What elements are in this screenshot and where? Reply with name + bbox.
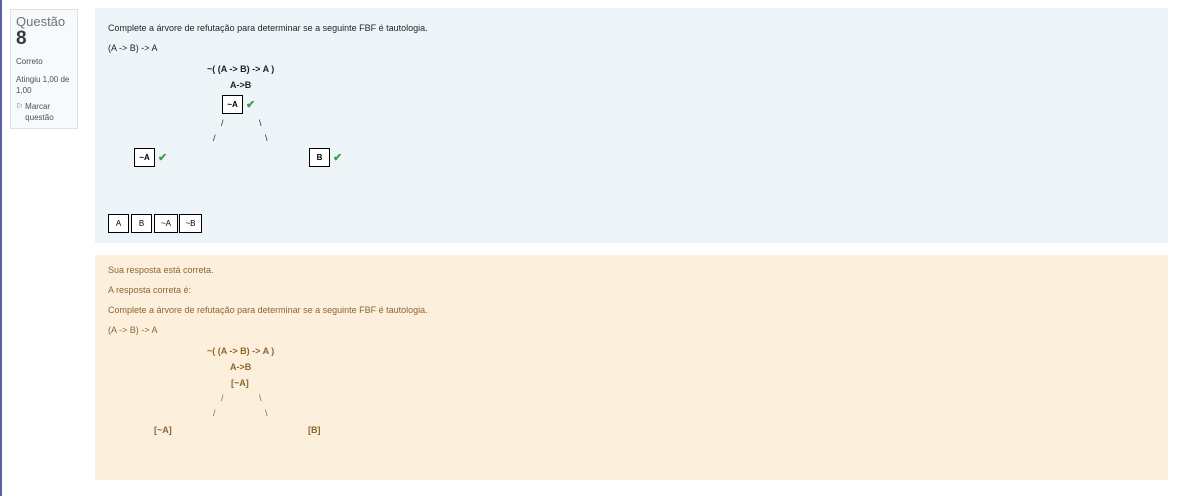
drag-choice[interactable]: ~B [179,214,202,233]
answer-tree-branch: \ [265,408,268,418]
question-content: Complete a árvore de refutação para dete… [95,8,1168,243]
tree-branch: / [213,133,216,143]
check-icon: ✔ [246,99,256,111]
drop-zone-right[interactable]: B [309,148,330,167]
tree-line-2: A->B [230,80,252,90]
correct-message: Sua resposta está correta. [108,265,214,275]
tree-branch: \ [259,118,262,128]
tree-branch: \ [265,133,268,143]
drag-choice[interactable]: A [108,214,129,233]
question-number: 8 [16,28,27,49]
drop-zone-1[interactable]: ~A [222,95,243,114]
drop-zone-left[interactable]: ~A [134,148,155,167]
right-answer-label: A resposta correta é: [108,285,192,295]
feedback-prompt: Complete a árvore de refutação para dete… [108,305,428,315]
answer-tree-right: [B] [308,425,321,435]
question-label: Questão [16,14,66,29]
question-formula: (A -> B) -> A [108,43,158,53]
feedback-formula: (A -> B) -> A [108,325,158,335]
flag-question-link[interactable]: ⚐ Marcar questão [16,101,72,123]
answer-tree-line-2: A->B [230,362,252,372]
check-icon: ✔ [158,152,168,164]
feedback-panel: Sua resposta está correta. A resposta co… [95,255,1168,480]
question-state: Correto [16,57,43,66]
flag-label: Marcar questão [25,102,54,122]
check-icon: ✔ [333,152,343,164]
question-grade: Atingiu 1,00 de 1,00 [16,75,70,95]
tree-branch: / [221,118,224,128]
flag-icon: ⚐ [16,102,24,111]
answer-tree-line-3: [~A] [231,378,249,388]
answer-tree-branch: / [221,393,224,403]
answer-tree-branch: \ [259,393,262,403]
answer-tree-branch: / [213,408,216,418]
drag-choice[interactable]: B [131,214,152,233]
drag-choice[interactable]: ~A [154,214,178,233]
answer-tree-left: [~A] [154,425,172,435]
question-prompt: Complete a árvore de refutação para dete… [108,23,428,33]
answer-tree-root: ~( (A -> B) -> A ) [207,346,275,356]
question-info: Questão 8 Correto Atingiu 1,00 de 1,00 ⚐… [10,9,78,129]
tree-root: ~( (A -> B) -> A ) [207,64,275,74]
left-border [0,0,2,496]
